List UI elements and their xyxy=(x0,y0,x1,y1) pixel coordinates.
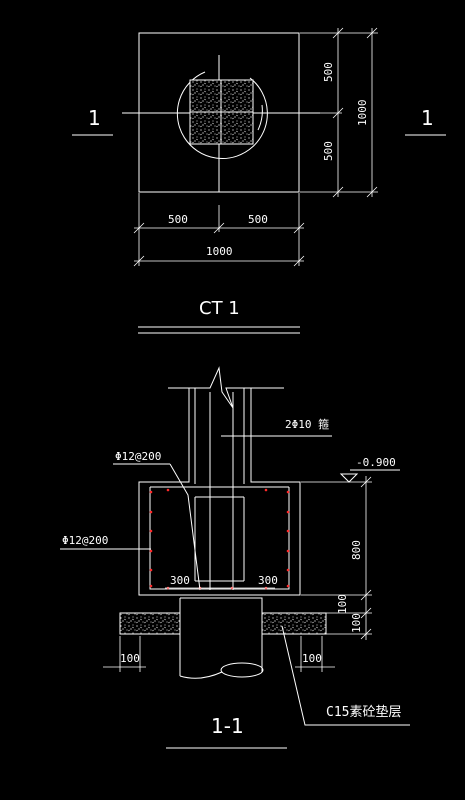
section-cap-outline xyxy=(138,388,301,596)
dim-cap-step: 100 xyxy=(336,594,349,614)
dim-total-horizontal: 1000 xyxy=(206,245,233,258)
dim-left-inner: 300 xyxy=(170,574,190,587)
pile-outline xyxy=(179,597,263,676)
rebar-top-label: Φ12@200 xyxy=(115,450,161,463)
section-title: 1-1 xyxy=(211,714,244,738)
level-label: -0.900 xyxy=(356,456,396,469)
plan-pile-arc xyxy=(257,104,263,131)
dim-top-half: 500 xyxy=(322,62,335,82)
dim-bedding: 100 xyxy=(350,613,363,633)
dim-bottom-half: 500 xyxy=(322,141,335,161)
bedding-layer-left xyxy=(119,612,181,635)
dim-left-half: 500 xyxy=(168,213,188,226)
dim-total-vertical: 1000 xyxy=(356,100,369,127)
stirrup-label: 2Φ10 箍 xyxy=(285,417,329,431)
level-marker xyxy=(339,473,359,483)
section-mark-right: 1 xyxy=(421,106,434,130)
dim-height: 800 xyxy=(350,540,363,560)
bedding-layer-right xyxy=(261,612,327,635)
cap-rebar-cage xyxy=(149,487,290,590)
section-view: 2Φ10 箍 -0.900 800 100 100 Φ12@200 Φ12@20… xyxy=(60,366,410,749)
plan-pile-circle xyxy=(176,71,268,159)
plan-view: 1 1 500 500 1000 500 500 1000 CT 1 xyxy=(72,27,446,334)
plan-title: CT 1 xyxy=(199,298,240,319)
dim-left-extension: 100 xyxy=(120,652,140,665)
dim-right-half: 500 xyxy=(248,213,268,226)
bedding-label: C15素砼垫层 xyxy=(326,704,401,720)
section-mark-left: 1 xyxy=(88,106,101,130)
dim-right-inner: 300 xyxy=(258,574,278,587)
column-break-line xyxy=(168,366,284,409)
rebar-side-label: Φ12@200 xyxy=(62,534,108,547)
dim-right-extension: 100 xyxy=(302,652,322,665)
